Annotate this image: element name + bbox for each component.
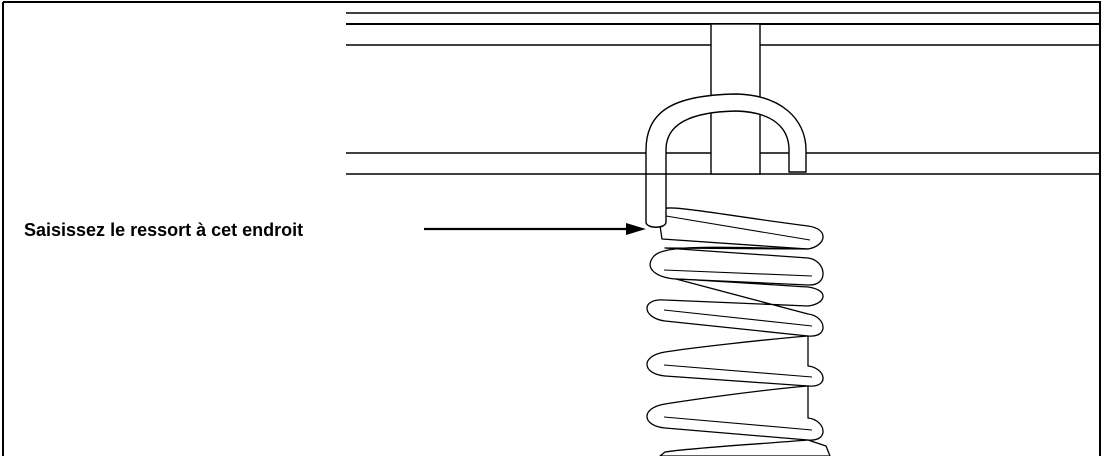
callout-label: Saisissez le ressort à cet endroit bbox=[24, 220, 303, 240]
spring-coils bbox=[646, 207, 831, 456]
spring-coil-edges bbox=[663, 215, 813, 431]
spring-hook bbox=[645, 93, 807, 228]
callout-arrow bbox=[424, 223, 646, 235]
